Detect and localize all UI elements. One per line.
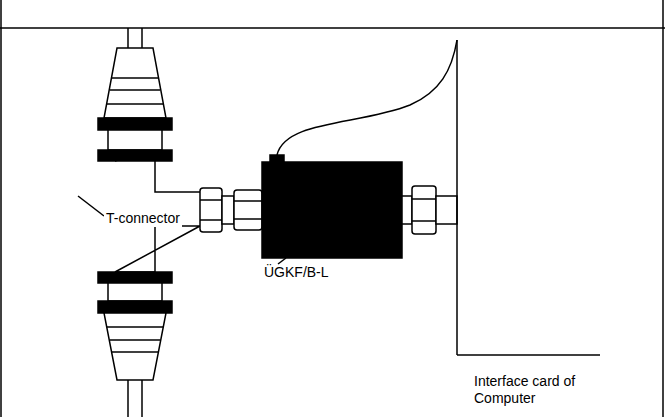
cable (141, 28, 143, 50)
part-label: ÜGKF/B-L (264, 264, 329, 281)
nut-edge (234, 200, 262, 202)
hex-nut (412, 186, 436, 234)
nut-edge (412, 198, 436, 200)
plug-neck (108, 130, 162, 150)
nut-edge (412, 220, 436, 222)
leader-line (78, 196, 104, 216)
interface-card-edge (456, 40, 458, 355)
part-label: T-connector (104, 210, 182, 227)
plug-sleeve (104, 313, 166, 380)
sleeve-rib (110, 339, 160, 341)
frame-line (662, 0, 664, 417)
frame-line (0, 27, 665, 29)
part-label: Interface card of Computer (474, 373, 586, 407)
collar (402, 196, 412, 224)
frame-line (0, 0, 2, 417)
plug-band (98, 272, 172, 283)
sleeve-rib (110, 89, 160, 91)
cable (127, 380, 129, 417)
cable-tab (270, 155, 284, 163)
cable (127, 28, 129, 50)
plug-neck (108, 283, 162, 301)
sleeve-rib (112, 351, 158, 353)
plug-band (98, 118, 172, 130)
interface-card-edge (457, 354, 600, 356)
sleeve-rib (112, 77, 158, 79)
ground-wire (277, 40, 457, 155)
hex-nut (234, 190, 262, 230)
collar (222, 196, 234, 224)
plug-band (98, 301, 172, 313)
adapter-housing (262, 162, 402, 258)
sleeve-rib (107, 326, 163, 328)
collar (436, 196, 457, 224)
sleeve-rib (107, 103, 163, 105)
plug-sleeve (104, 48, 166, 118)
leader-line (278, 258, 286, 264)
plug-band (98, 150, 172, 161)
nut-edge (234, 218, 262, 220)
nut-edge (200, 199, 222, 201)
nut-edge (200, 219, 222, 221)
cable (141, 380, 143, 417)
hex-nut (200, 188, 222, 232)
